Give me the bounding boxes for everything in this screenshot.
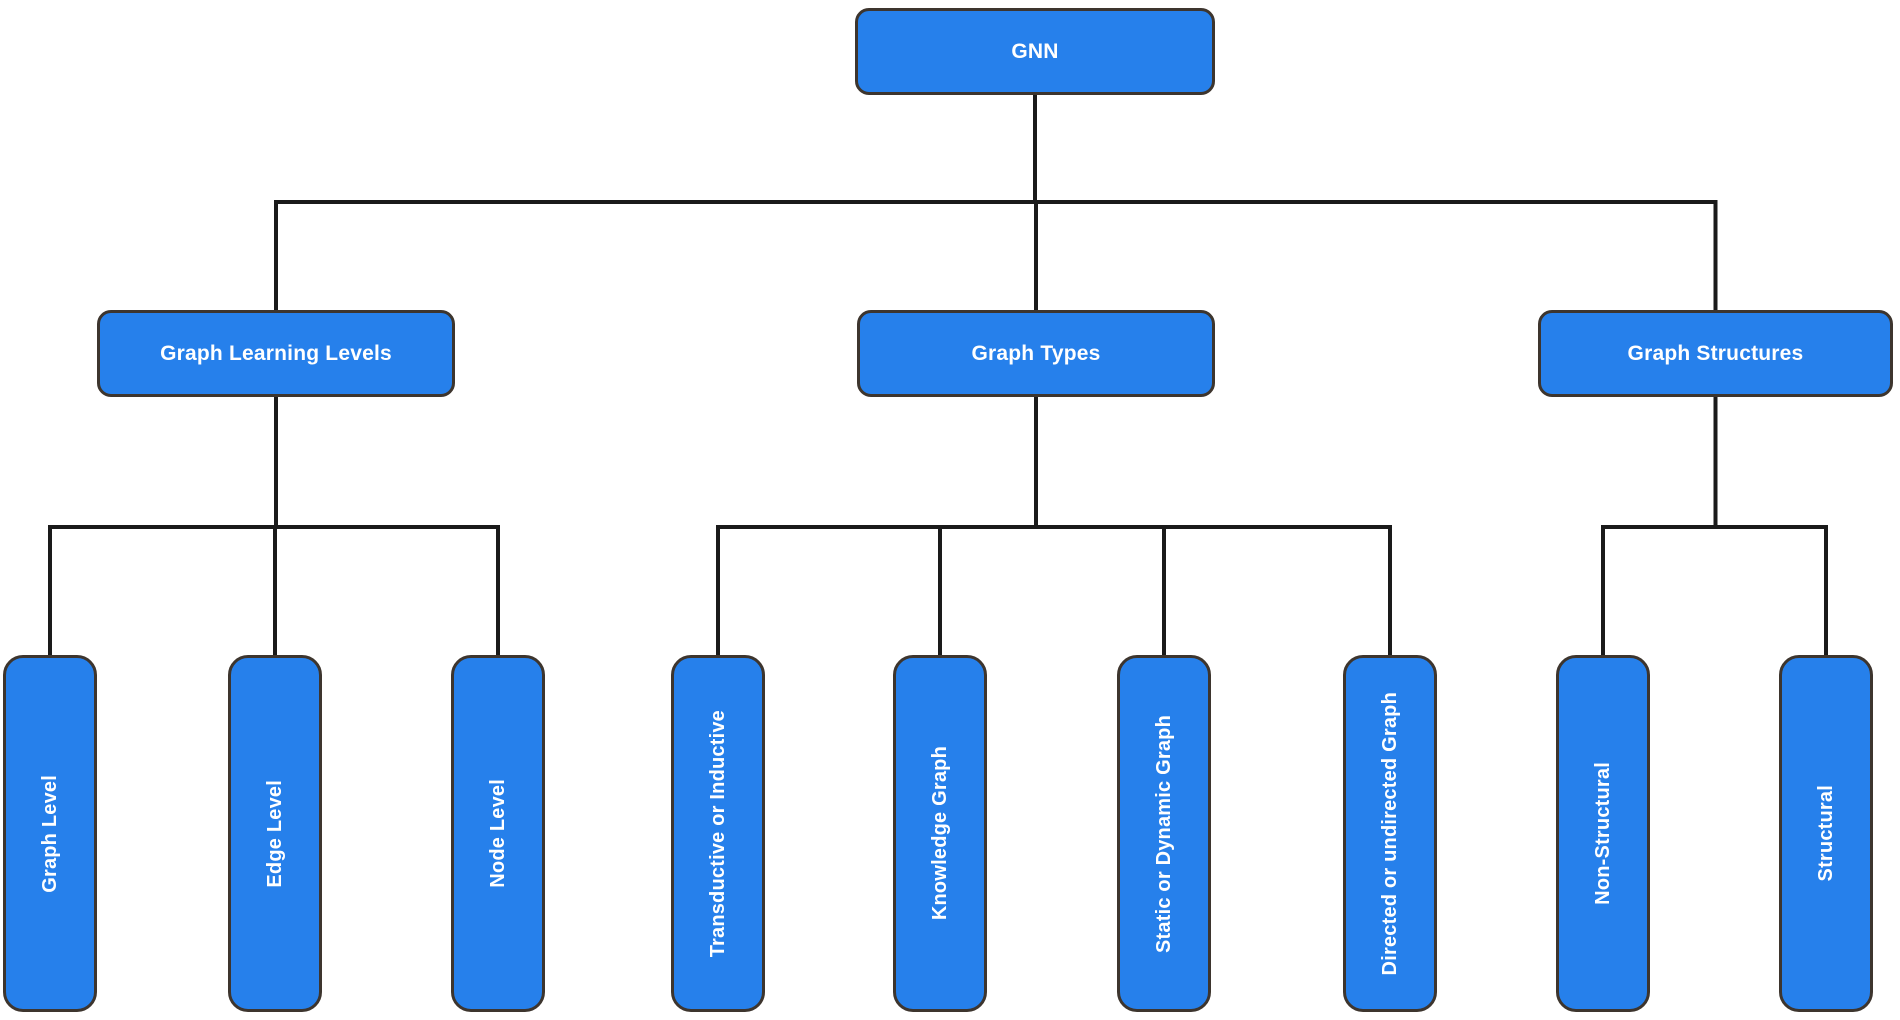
node-label-node-level: Node Level [487,779,509,888]
node-graph-types[interactable]: Graph Types [857,310,1215,397]
node-gnn[interactable]: GNN [855,8,1215,95]
node-graph-learning-levels[interactable]: Graph Learning Levels [97,310,455,397]
node-knowledge-graph[interactable]: Knowledge Graph [893,655,987,1012]
node-graph-level[interactable]: Graph Level [3,655,97,1012]
node-label-knowledge-graph: Knowledge Graph [929,746,951,921]
node-label-transductive-or-inductive: Transductive or Inductive [707,709,729,958]
node-label-graph-structures: Graph Structures [1627,342,1804,365]
node-label-directed-or-undirected-graph: Directed or undirected Graph [1379,691,1401,976]
node-label-graph-level: Graph Level [39,774,61,893]
node-directed-or-undirected-graph[interactable]: Directed or undirected Graph [1343,655,1437,1012]
node-non-structural[interactable]: Non-Structural [1556,655,1650,1012]
node-label-structural: Structural [1815,785,1837,882]
node-label-graph-types: Graph Types [971,342,1101,365]
node-node-level[interactable]: Node Level [451,655,545,1012]
node-label-graph-learning-levels: Graph Learning Levels [160,342,392,365]
node-edge-level[interactable]: Edge Level [228,655,322,1012]
node-label-edge-level: Edge Level [264,779,286,888]
node-structural[interactable]: Structural [1779,655,1873,1012]
node-label-gnn: GNN [1011,40,1059,63]
node-transductive-or-inductive[interactable]: Transductive or Inductive [671,655,765,1012]
node-static-or-dynamic-graph[interactable]: Static or Dynamic Graph [1117,655,1211,1012]
node-label-non-structural: Non-Structural [1592,762,1614,905]
node-label-static-or-dynamic-graph: Static or Dynamic Graph [1153,714,1175,953]
node-graph-structures[interactable]: Graph Structures [1538,310,1893,397]
